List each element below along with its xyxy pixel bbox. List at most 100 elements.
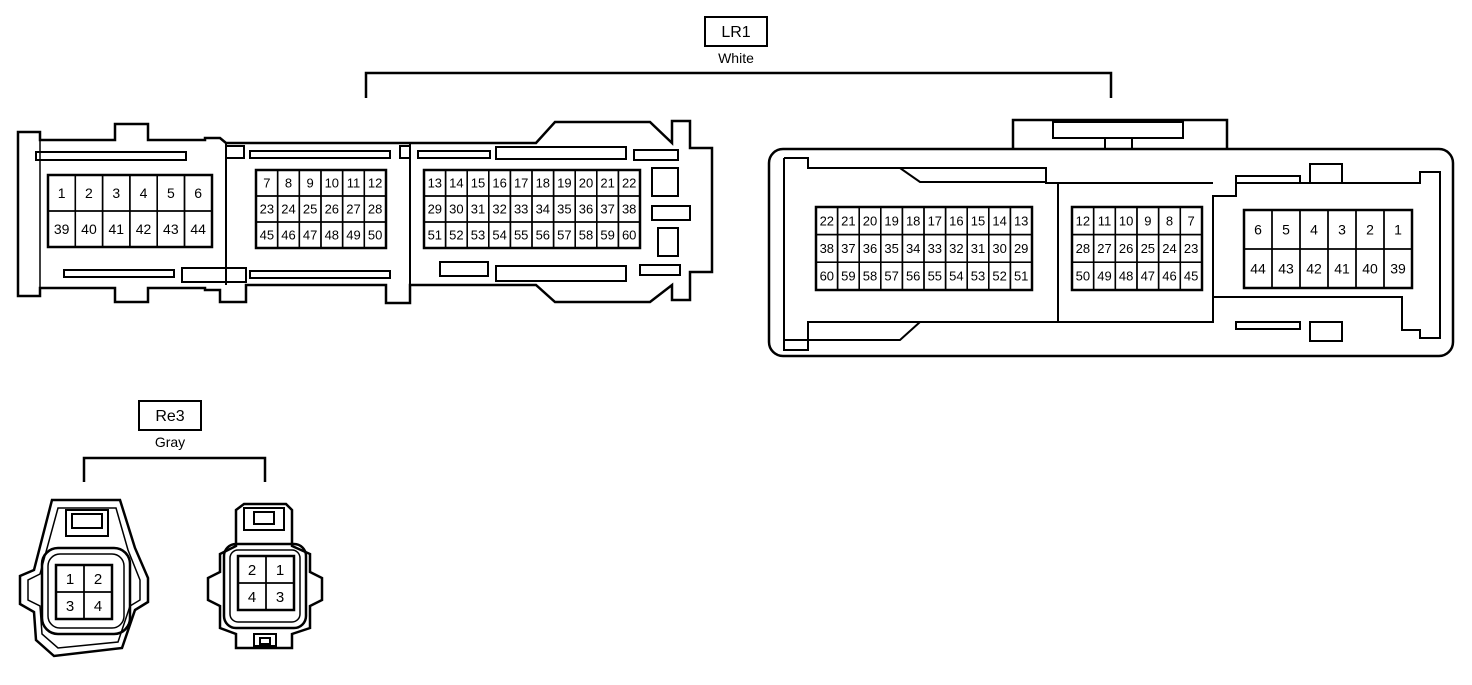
pin-number: 3 [112,185,120,201]
pin-cell [1383,248,1413,289]
pin-number: 16 [492,176,506,191]
pin-number: 10 [325,176,339,191]
re3-female-inner [27,507,141,649]
pin-number: 4 [248,589,256,606]
key-slot [651,205,691,221]
pin-number: 34 [906,241,920,256]
pin-number: 12 [1076,213,1090,228]
pin-number: 49 [346,228,360,243]
pin-cell [363,221,387,249]
pin-number: 27 [1097,241,1111,256]
pin-number: 3 [66,598,74,615]
re3-male-face [222,542,308,630]
pin-number: 43 [1278,261,1294,277]
pin-number: 39 [54,221,70,237]
pin-number: 12 [368,176,382,191]
lr1-male-connector [767,118,1455,358]
re3-female-housing [18,498,150,658]
pin-number: 44 [190,221,206,237]
pin-number: 56 [906,269,920,284]
pin-number: 15 [471,176,485,191]
pin-number: 23 [260,202,274,217]
pin-cell [1009,261,1033,291]
pin-number: 8 [285,176,292,191]
lr1-tag-box [704,16,768,47]
pin-number: 17 [928,213,942,228]
latch [181,267,247,283]
pin-number: 25 [1141,241,1155,256]
pin-number: 60 [820,269,834,284]
pin-number: 22 [820,213,834,228]
key-slot [657,227,679,257]
pin-cell [265,582,295,611]
pin-number: 40 [1362,261,1378,277]
pin-number: 58 [863,269,877,284]
pin-number: 54 [492,228,506,243]
pin-number: 47 [303,228,317,243]
key-tab [259,637,271,645]
pin-number: 33 [928,241,942,256]
pin-number: 41 [1334,261,1350,277]
pin-number: 2 [1366,222,1374,238]
pin-number: 19 [557,176,571,191]
pin-number: 33 [514,202,528,217]
pin-number: 30 [449,202,463,217]
pin-number: 15 [971,213,985,228]
pin-number: 23 [1184,241,1198,256]
pin-number: 60 [622,228,636,243]
pin-number: 4 [1310,222,1318,238]
pin-number: 4 [140,185,148,201]
pin-number: 53 [471,228,485,243]
pin-number: 13 [1014,213,1028,228]
latch [65,509,109,537]
re3-male-face-inner [229,549,301,623]
top-lock [1011,118,1229,149]
pin-number: 50 [1076,269,1090,284]
re3-female-connector [18,498,150,658]
pin-number: 14 [449,176,463,191]
pin-number: 16 [949,213,963,228]
lr1-color: White [718,50,754,66]
re3-color: Gray [155,434,185,450]
key-slot [651,167,679,197]
latch [399,145,411,159]
latch [253,511,275,525]
pin-number: 36 [863,241,877,256]
rail [1235,175,1301,184]
pin-number: 50 [368,228,382,243]
pin-number: 36 [579,202,593,217]
pin-number: 57 [884,269,898,284]
pin-number: 7 [263,176,270,191]
pin-number: 57 [557,228,571,243]
pin-number: 28 [368,202,382,217]
pin-number: 9 [307,176,314,191]
key-slot [639,264,681,276]
pin-number: 47 [1141,269,1155,284]
pin-number: 38 [622,202,636,217]
pin-cell [1179,261,1203,291]
pin-number: 34 [536,202,550,217]
pin-number: 1 [58,185,66,201]
pin-number: 1 [66,571,74,588]
latch [243,507,285,531]
pin-number: 2 [94,571,102,588]
pin-number: 58 [579,228,593,243]
pin-number: 46 [1162,269,1176,284]
pin-number: 52 [449,228,463,243]
pin-number: 2 [85,185,93,201]
pin-number: 29 [1014,241,1028,256]
lr1-tag: LR1 [721,24,750,41]
re3-female-face-inner [47,553,125,629]
re3-label-group: Re3 Gray [82,400,267,482]
pin-number: 37 [600,202,614,217]
pin-number: 13 [428,176,442,191]
pin-number: 49 [1097,269,1111,284]
rail [495,265,627,282]
pin-number: 40 [81,221,97,237]
key-tab [1309,163,1343,184]
pin-cell [83,591,113,620]
pin-number: 21 [600,176,614,191]
re3-tag: Re3 [155,408,184,425]
